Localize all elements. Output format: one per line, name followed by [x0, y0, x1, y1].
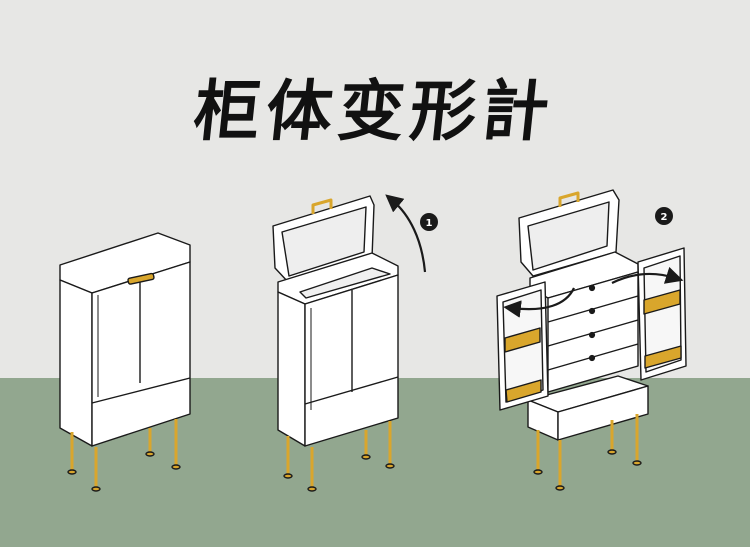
svg-text:1: 1: [426, 218, 433, 229]
swing-left-arrow-icon: [503, 287, 575, 318]
cabinet-fully-open: [496, 189, 687, 491]
cabinet-closed: [59, 232, 191, 492]
step-1-badge: 1: [420, 213, 438, 231]
cabinet-lid-open: [272, 195, 399, 492]
leg-group: [67, 419, 181, 492]
step-2-badge: 2: [655, 207, 673, 225]
svg-text:2: 2: [661, 212, 668, 223]
swing-right-arrow-icon: [611, 266, 684, 284]
handle-icon: [127, 272, 155, 285]
lift-arrow-icon: [385, 194, 427, 273]
